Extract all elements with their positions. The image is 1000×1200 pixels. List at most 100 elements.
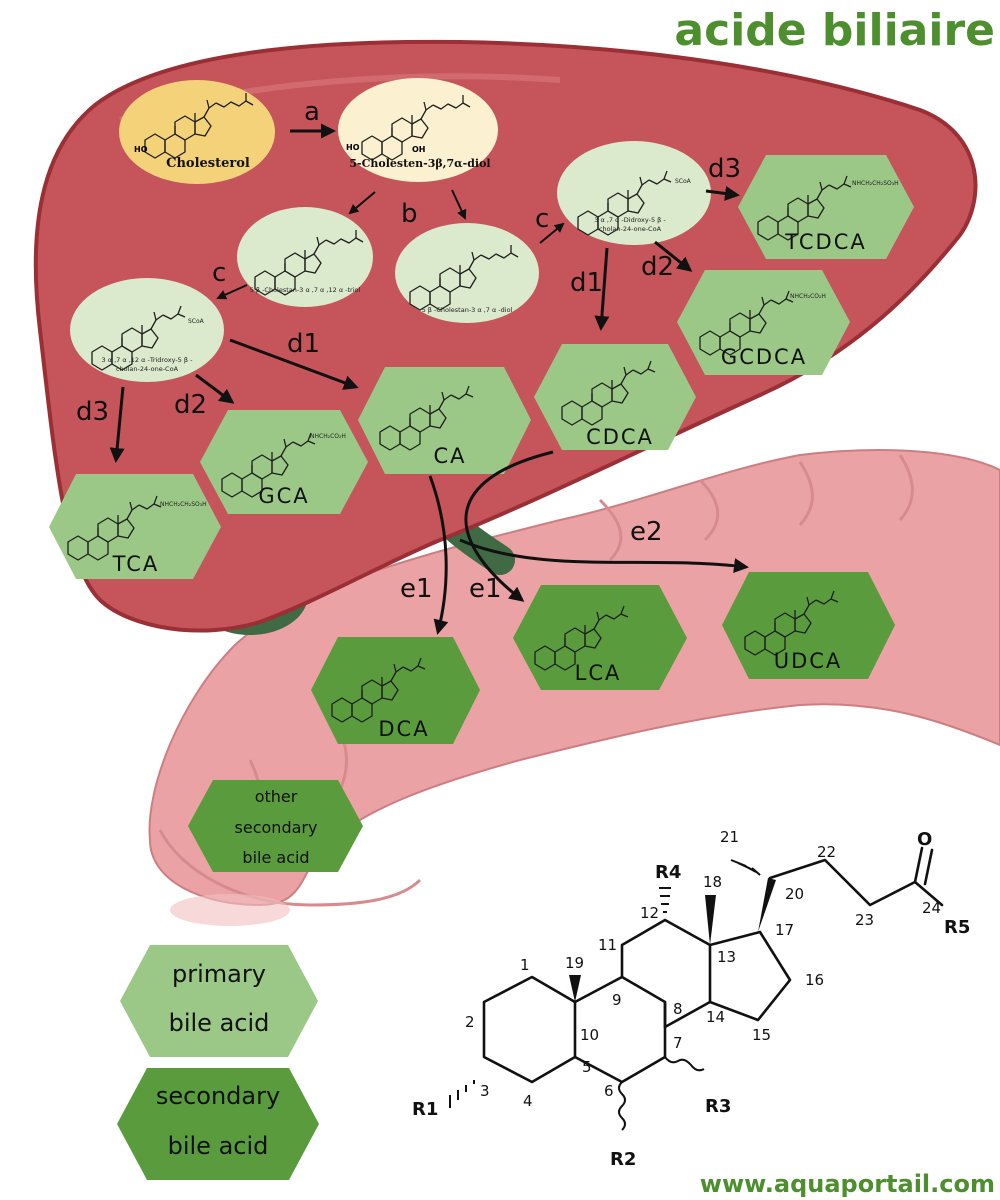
svg-text:bile acid: bile acid <box>168 1132 269 1160</box>
svg-text:21: 21 <box>720 828 739 846</box>
lca-label: LCA <box>575 661 622 685</box>
footer-url: www.aquaportail.com <box>700 1170 995 1198</box>
coa-left-molecule: SCoA 3 α ,7 α ,12 α -Tridroxy-5 β - chol… <box>70 278 224 382</box>
arrow-label-e1-right: e1 <box>469 574 502 604</box>
coa-left-label-1: 3 α ,7 α ,12 α -Tridroxy-5 β - <box>102 356 194 364</box>
svg-text:7: 7 <box>673 1034 683 1052</box>
svg-text:9: 9 <box>612 991 622 1009</box>
svg-text:NHCH₂CO₂H: NHCH₂CO₂H <box>790 293 826 300</box>
cholestendiol-molecule: HO OH 5-Cholesten-3β,7α-diol <box>338 78 498 182</box>
svg-text:18: 18 <box>703 873 722 891</box>
coa-left-label-2: cholan-24-one-CoA <box>116 365 179 373</box>
arrow-label-b: b <box>401 199 418 229</box>
svg-text:SCoA: SCoA <box>188 318 205 325</box>
arrow-label-d3-right: d3 <box>708 154 741 184</box>
svg-text:14: 14 <box>706 1008 725 1026</box>
arrow-label-a: a <box>304 97 320 127</box>
svg-text:SCoA: SCoA <box>675 178 692 185</box>
dca-label: DCA <box>378 717 429 741</box>
cholesterol-label: Cholesterol <box>166 156 250 171</box>
arrow-label-d2-right: d2 <box>641 252 674 282</box>
arrow-label-d2-left: d2 <box>174 390 207 420</box>
svg-text:R2: R2 <box>610 1149 636 1170</box>
svg-text:HO: HO <box>346 143 360 152</box>
other-secondary-bile-acid: other secondary bile acid <box>188 780 363 872</box>
arrow-label-d1-right: d1 <box>570 268 603 298</box>
svg-text:R4: R4 <box>655 862 681 883</box>
coa-right-label-1: 3 α ,7 α -Didroxy-5 β - <box>594 216 666 224</box>
gcdca-label: GCDCA <box>721 345 807 369</box>
svg-text:bile acid: bile acid <box>169 1009 270 1037</box>
svg-text:4: 4 <box>523 1092 533 1110</box>
svg-text:NHCH₂CH₂SO₃H: NHCH₂CH₂SO₃H <box>160 501 207 508</box>
triol-label: 5 β -Cholestan-3 α ,7 α ,12 α -triol <box>250 286 361 294</box>
arrow-labels: a b c c d1 d1 d2 d2 d3 d3 e1 e1 e2 <box>76 97 741 604</box>
coa-right-molecule: SCoA 3 α ,7 α -Didroxy-5 β - cholan-24-o… <box>557 141 711 245</box>
arrow-label-c-left: c <box>212 258 226 288</box>
svg-text:OH: OH <box>412 145 426 154</box>
udca-label: UDCA <box>774 649 843 673</box>
legend-primary: primary bile acid <box>120 945 318 1057</box>
page-title: acide biliaire <box>674 5 995 56</box>
ca-label: CA <box>433 444 466 468</box>
steroid-numbered-structure: 1 2 3 4 5 6 7 8 9 10 11 12 13 14 15 16 1… <box>412 828 970 1170</box>
svg-text:8: 8 <box>673 1000 683 1018</box>
triol-molecule: 5 β -Cholestan-3 α ,7 α ,12 α -triol <box>237 207 373 307</box>
acid-tca: NHCH₂CH₂SO₃H TCA <box>49 474 221 579</box>
svg-text:primary: primary <box>172 960 266 988</box>
acid-gca: NHCH₂CO₂H GCA <box>200 410 368 514</box>
acid-udca: UDCA <box>722 572 895 679</box>
svg-text:bile acid: bile acid <box>242 848 309 867</box>
svg-text:1: 1 <box>520 956 530 974</box>
svg-text:NHCH₂CH₂SO₃H: NHCH₂CH₂SO₃H <box>852 180 899 187</box>
svg-text:secondary: secondary <box>156 1082 280 1110</box>
cholesterol-molecule: HO Cholesterol <box>119 80 275 184</box>
arrow-label-c-right: c <box>535 204 549 234</box>
legend-secondary: secondary bile acid <box>117 1068 319 1180</box>
svg-text:O: O <box>917 829 932 850</box>
svg-text:13: 13 <box>717 948 736 966</box>
svg-text:17: 17 <box>775 921 794 939</box>
svg-text:15: 15 <box>752 1026 771 1044</box>
acid-dca: DCA <box>311 637 480 744</box>
arrow-label-e1-left: e1 <box>400 574 433 604</box>
svg-text:22: 22 <box>817 843 836 861</box>
acid-ca: CA <box>358 367 531 474</box>
svg-text:20: 20 <box>785 885 804 903</box>
svg-text:R1: R1 <box>412 1099 438 1120</box>
svg-text:HO: HO <box>134 145 148 154</box>
acid-lca: LCA <box>513 585 687 690</box>
arrow-label-e2: e2 <box>630 517 663 547</box>
svg-text:R5: R5 <box>944 917 970 938</box>
diol2-molecule: 5 β -Cholestan-3 α ,7 α -diol <box>395 223 539 323</box>
arrow-label-d3-left: d3 <box>76 397 109 427</box>
svg-text:secondary: secondary <box>235 818 318 837</box>
coa-right-label-2: cholan-24-one-CoA <box>599 225 662 233</box>
svg-text:6: 6 <box>604 1082 614 1100</box>
svg-text:19: 19 <box>565 954 584 972</box>
tca-label: TCA <box>112 552 160 576</box>
gca-label: GCA <box>258 484 309 508</box>
svg-text:10: 10 <box>580 1026 599 1044</box>
diol2-label: 5 β -Cholestan-3 α ,7 α -diol <box>422 306 513 314</box>
arrow-label-d1-left: d1 <box>287 329 320 359</box>
cholestendiol-label: 5-Cholesten-3β,7α-diol <box>349 157 490 170</box>
svg-text:11: 11 <box>598 936 617 954</box>
pathway-arrows <box>109 123 749 635</box>
cdca-label: CDCA <box>586 425 654 449</box>
svg-text:12: 12 <box>640 904 659 922</box>
svg-text:2: 2 <box>465 1013 475 1031</box>
acid-gcdca: NHCH₂CO₂H GCDCA <box>677 270 850 375</box>
tcdca-label: TCDCA <box>784 230 866 254</box>
svg-text:NHCH₂CO₂H: NHCH₂CO₂H <box>310 433 346 440</box>
svg-text:R3: R3 <box>705 1096 731 1117</box>
acid-cdca: CDCA <box>534 344 696 450</box>
svg-text:24: 24 <box>922 899 941 917</box>
svg-text:5: 5 <box>582 1058 592 1076</box>
svg-text:23: 23 <box>855 911 874 929</box>
legend: primary bile acid secondary bile acid <box>117 945 319 1180</box>
svg-text:other: other <box>255 787 298 806</box>
svg-text:3: 3 <box>480 1082 490 1100</box>
acid-tcdca: NHCH₂CH₂SO₃H TCDCA <box>738 155 914 259</box>
